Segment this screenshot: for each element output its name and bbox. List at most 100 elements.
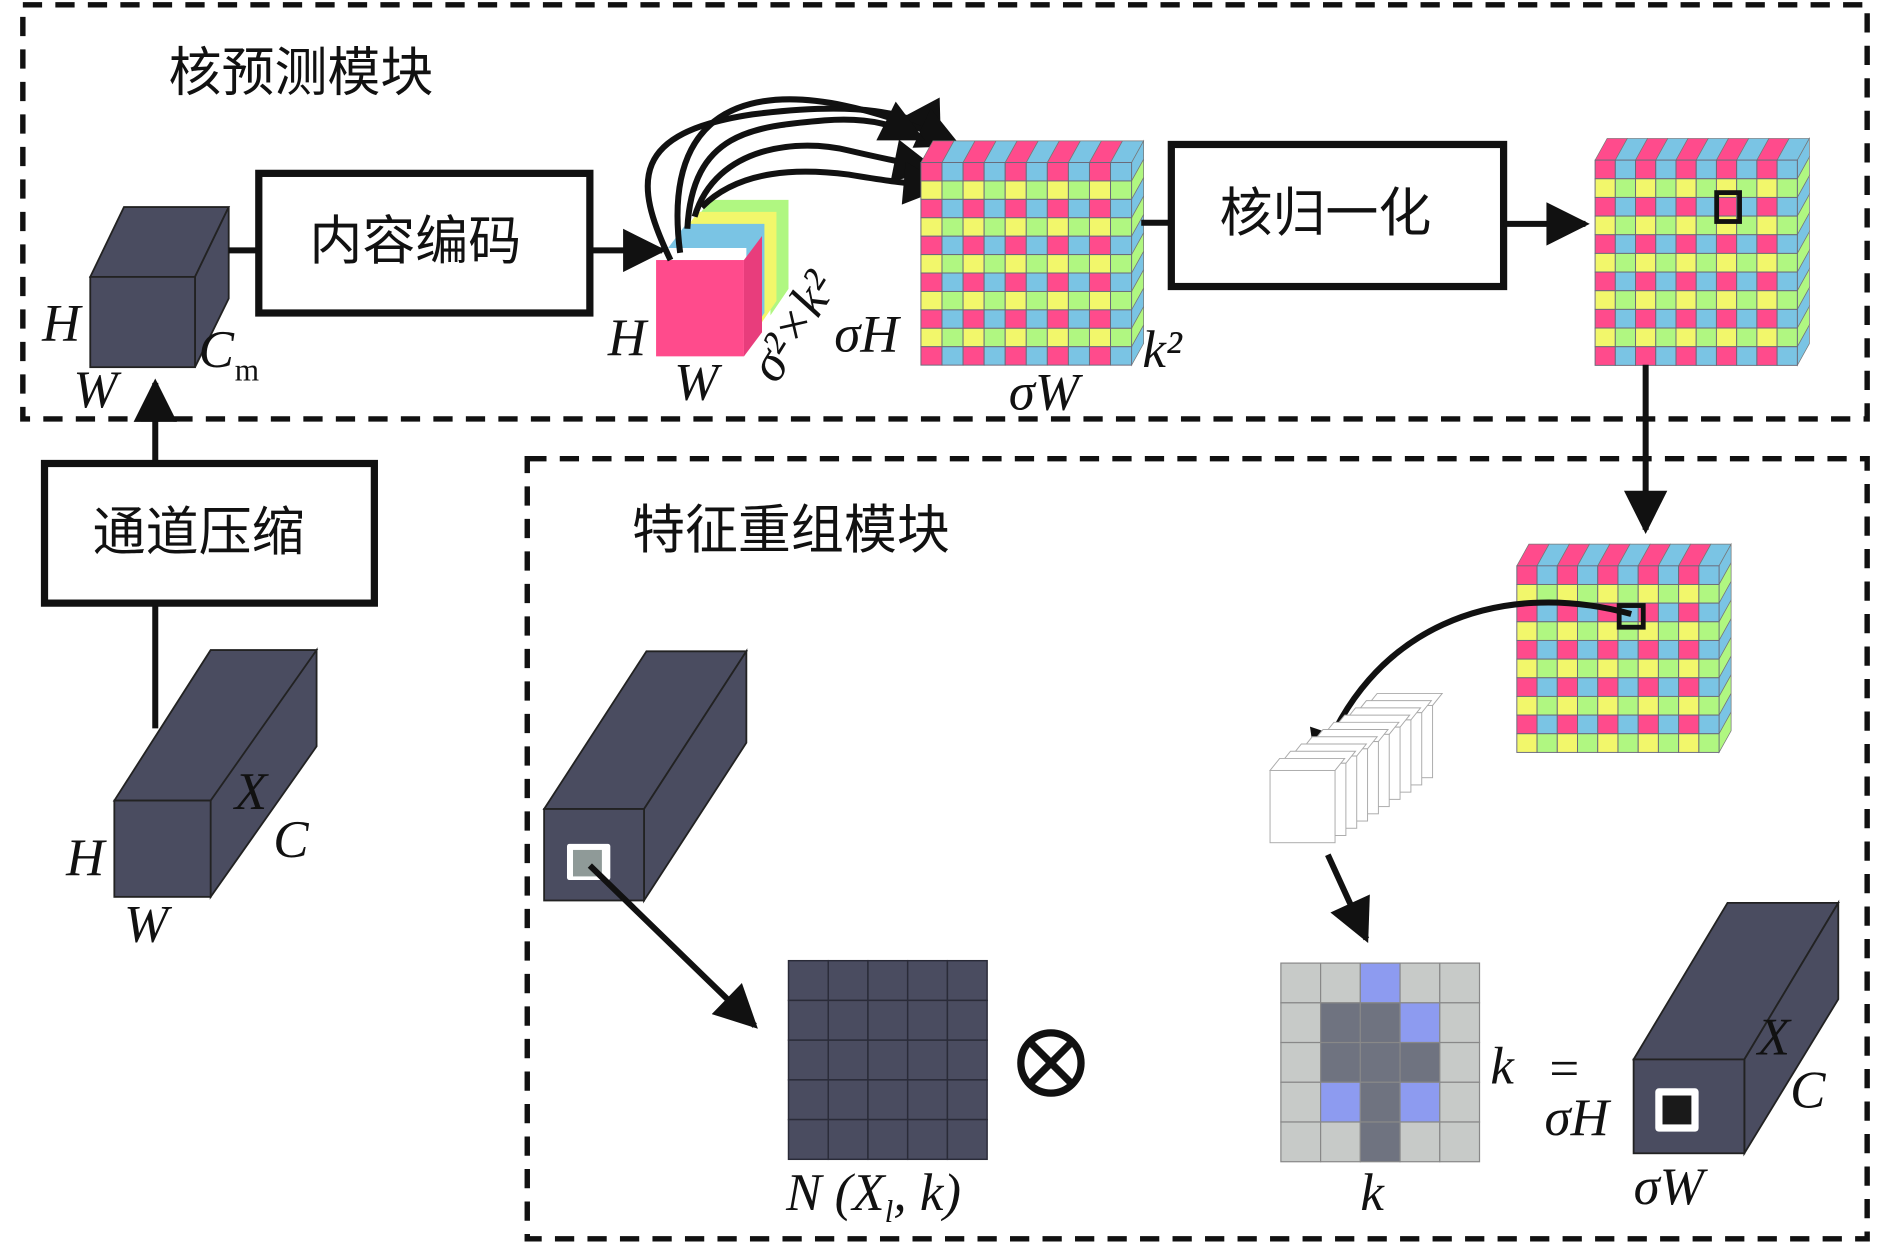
grid-cell [1756, 308, 1778, 329]
grid-cell [1698, 621, 1720, 641]
grid-cell [1046, 254, 1069, 274]
grid-cell [1556, 565, 1578, 585]
grid-cell [1635, 290, 1657, 310]
grid-cell [1617, 677, 1639, 697]
channel-compress-block [40, 459, 378, 607]
grid-cell [1088, 180, 1112, 200]
grid-cell [920, 309, 943, 329]
grid-cell [1025, 180, 1048, 200]
grid-cell [920, 162, 943, 182]
grid-cell [1756, 271, 1778, 292]
grid-cell [1675, 178, 1697, 198]
grid-cell [1698, 695, 1720, 716]
grid-cell [1067, 162, 1090, 182]
grid-cell [1556, 733, 1578, 753]
grid-cell [941, 290, 964, 311]
neighborhood-cell [867, 1039, 909, 1081]
grid-cell [1577, 714, 1599, 735]
grid-cell [1556, 677, 1578, 697]
grid-cell [983, 272, 1006, 292]
grid-cell [920, 235, 943, 256]
kernel-slices [1269, 692, 1444, 844]
grid-cell [1046, 309, 1069, 329]
grid-cell [1516, 733, 1538, 753]
grid-cell [1067, 254, 1090, 274]
grid-cell [1635, 252, 1657, 273]
kernel-prediction-title: 核预测模块 [169, 42, 434, 103]
grid-cell [1617, 583, 1639, 604]
cm-C-label: C [199, 321, 235, 379]
neighborhood-cell [787, 1079, 829, 1121]
grid-cell [1536, 639, 1558, 660]
grid-cell [1088, 346, 1112, 366]
grid-cell [1597, 565, 1619, 585]
grid-cell [1695, 346, 1717, 366]
grid-cell [1635, 308, 1657, 329]
grid-cell [920, 327, 943, 348]
grid-cell [1715, 196, 1738, 217]
grid-cell [1046, 198, 1069, 219]
grid-cell [1756, 234, 1778, 254]
grid-cell [1637, 658, 1659, 679]
grid-cell [1004, 217, 1027, 237]
grid-cell [1597, 677, 1619, 697]
grid-cell [941, 327, 964, 348]
grid-cell [1088, 309, 1112, 329]
grid-cell [1025, 235, 1048, 256]
selected-kernel-marker-2 [1616, 603, 1646, 630]
grid-cell [1655, 327, 1677, 348]
kernel-cell [1399, 1002, 1441, 1044]
grid-cell [1067, 290, 1090, 311]
grid-cell [1657, 639, 1680, 660]
grid-cell [1678, 658, 1700, 679]
grid-cell [1088, 162, 1112, 182]
grid-cell [1046, 180, 1069, 200]
grid-cell [1756, 215, 1778, 236]
kernel-cell [1320, 1002, 1361, 1044]
grid-cell [1025, 254, 1048, 274]
grid-cell [1597, 639, 1619, 660]
grid-cell [1004, 327, 1027, 348]
grid-cell [1004, 235, 1027, 256]
grid-cell [1657, 658, 1680, 679]
grid-cell [1594, 196, 1616, 217]
neighborhood-cell [946, 1118, 988, 1161]
grid-cell [962, 346, 985, 366]
grid-cell [1088, 327, 1112, 348]
grid-cell [1597, 621, 1619, 641]
grid-H-label: σH [834, 306, 901, 364]
kernel-cell [1399, 962, 1441, 1004]
grid-cell [1698, 677, 1720, 697]
grid-cell [1756, 196, 1778, 217]
grid-cell [1594, 346, 1616, 366]
kernel-cell [1320, 1081, 1361, 1123]
grid-cell [983, 217, 1006, 237]
grid-cell [1088, 235, 1112, 256]
grid-W-label: σW [1009, 363, 1084, 421]
kernel-k-bottom-label: k [1360, 1164, 1385, 1222]
slice-top [1269, 757, 1346, 771]
grid-cell [1025, 272, 1048, 292]
grid-cell [1695, 252, 1717, 273]
grid-cell [1675, 346, 1697, 366]
grid-cell [1594, 290, 1616, 310]
grid-cell [1675, 196, 1697, 217]
grid-cell [1635, 196, 1657, 217]
grid-cell [1637, 583, 1659, 604]
input-X-label: X [233, 763, 270, 821]
grid-cell [1577, 695, 1599, 716]
neighborhood-cell [827, 999, 869, 1041]
grid-cell [1067, 272, 1090, 292]
kernel-cell [1439, 962, 1481, 1004]
grid-cell [941, 180, 964, 200]
grid-cell [983, 180, 1006, 200]
grid-cell [1516, 639, 1538, 660]
grid-cell [1756, 290, 1778, 310]
grid-cell [1655, 271, 1677, 292]
grid-cell [1516, 658, 1538, 679]
kernel-cell [1280, 1121, 1322, 1163]
grid-cell [1110, 254, 1133, 274]
neighborhood-cell [906, 1079, 949, 1121]
grid-cell [1655, 178, 1677, 198]
equals-sign: = [1549, 1040, 1579, 1098]
